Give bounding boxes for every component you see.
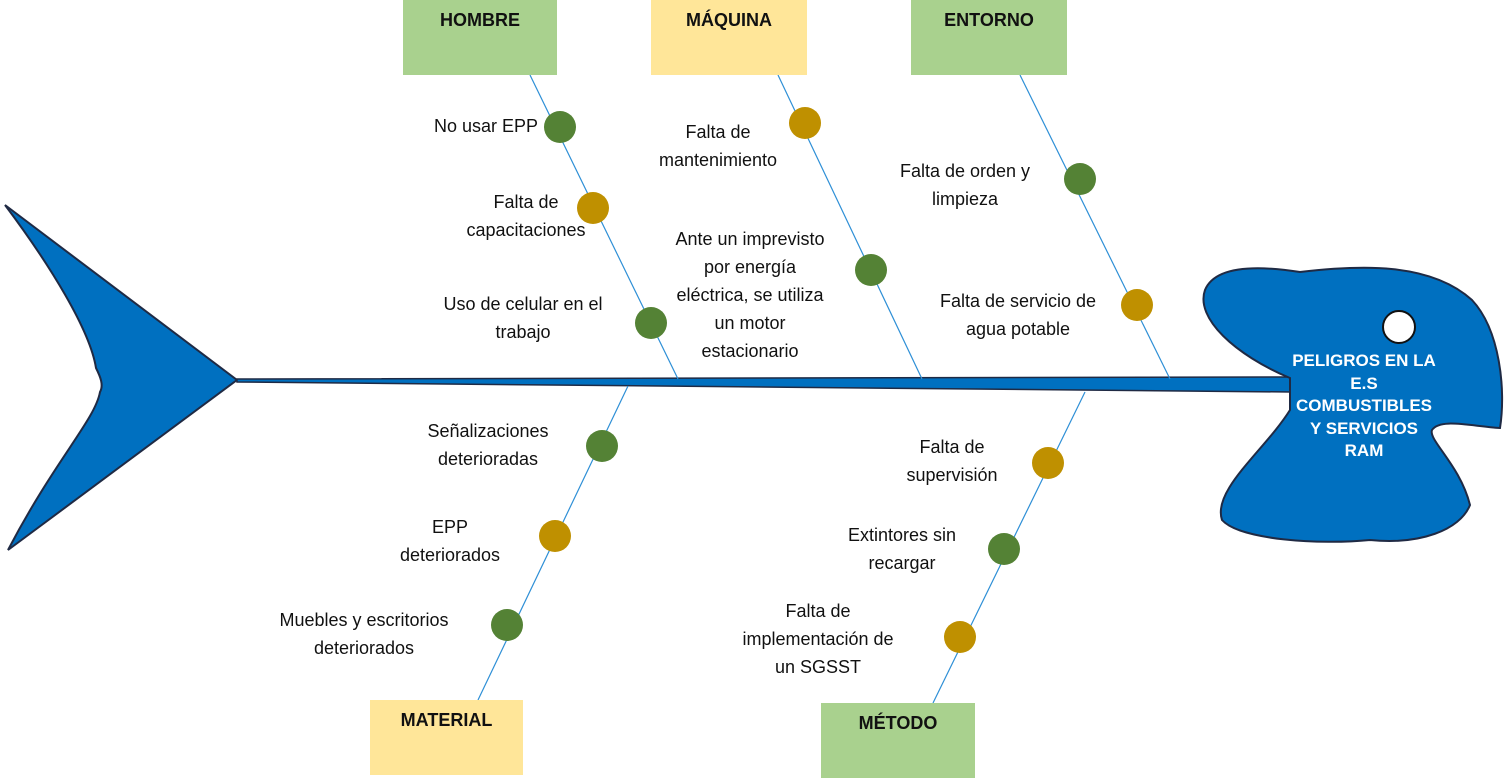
cause-label-senalizaciones: Señalizaciones deterioradas bbox=[427, 421, 549, 469]
cause-dot-agua-potable bbox=[1121, 289, 1153, 321]
cause-dot-imprevisto-energia bbox=[855, 254, 887, 286]
fish-tail bbox=[4, 204, 239, 551]
cause-dot-muebles bbox=[491, 609, 523, 641]
cause-label-epp-deteriorados: EPP deteriorados bbox=[399, 517, 501, 565]
cause-label-uso-celular: Uso de celular en el trabajo bbox=[443, 294, 603, 342]
cause-dot-epp-deteriorados bbox=[539, 520, 571, 552]
cause-dot-senalizaciones bbox=[586, 430, 618, 462]
cause-label-no-usar-epp: No usar EPP bbox=[433, 116, 538, 136]
cause-dot-extintores bbox=[988, 533, 1020, 565]
cause-label-supervision: Falta de supervisión bbox=[906, 437, 998, 485]
fish-head bbox=[1202, 266, 1504, 543]
cause-label-muebles: Muebles y escritorios deteriorados bbox=[279, 610, 449, 658]
cause-label-orden-limpieza: Falta de orden y limpieza bbox=[899, 161, 1031, 209]
fish-spine bbox=[236, 376, 1291, 393]
cause-dot-supervision bbox=[1032, 447, 1064, 479]
cause-dot-sgsst bbox=[944, 621, 976, 653]
cause-dot-no-usar-epp bbox=[544, 111, 576, 143]
cause-dot-falta-capacitaciones bbox=[577, 192, 609, 224]
effect-label: PELIGROS EN LA E.S COMBUSTIBLES Y SERVIC… bbox=[1292, 351, 1436, 460]
category-box-maquina: MÁQUINA bbox=[651, 0, 807, 75]
cause-dot-uso-celular bbox=[635, 307, 667, 339]
cause-label-falta-capacitaciones: Falta de capacitaciones bbox=[466, 192, 586, 240]
bone-entorno bbox=[1019, 74, 1171, 380]
cause-label-imprevisto-energia: Ante un imprevisto por energía eléctrica… bbox=[675, 229, 825, 361]
cause-dot-falta-mantenimiento bbox=[789, 107, 821, 139]
fish-eye bbox=[1382, 310, 1416, 344]
cause-label-sgsst: Falta de implementación de un SGSST bbox=[742, 601, 894, 677]
category-box-entorno: ENTORNO bbox=[911, 0, 1067, 75]
category-box-metodo: MÉTODO bbox=[821, 703, 975, 778]
category-box-material: MATERIAL bbox=[370, 700, 523, 775]
cause-label-agua-potable: Falta de servicio de agua potable bbox=[939, 291, 1097, 339]
cause-label-extintores: Extintores sin recargar bbox=[847, 525, 957, 573]
cause-label-falta-mantenimiento: Falta de mantenimiento bbox=[658, 122, 778, 170]
category-box-hombre: HOMBRE bbox=[403, 0, 557, 75]
cause-dot-orden-limpieza bbox=[1064, 163, 1096, 195]
